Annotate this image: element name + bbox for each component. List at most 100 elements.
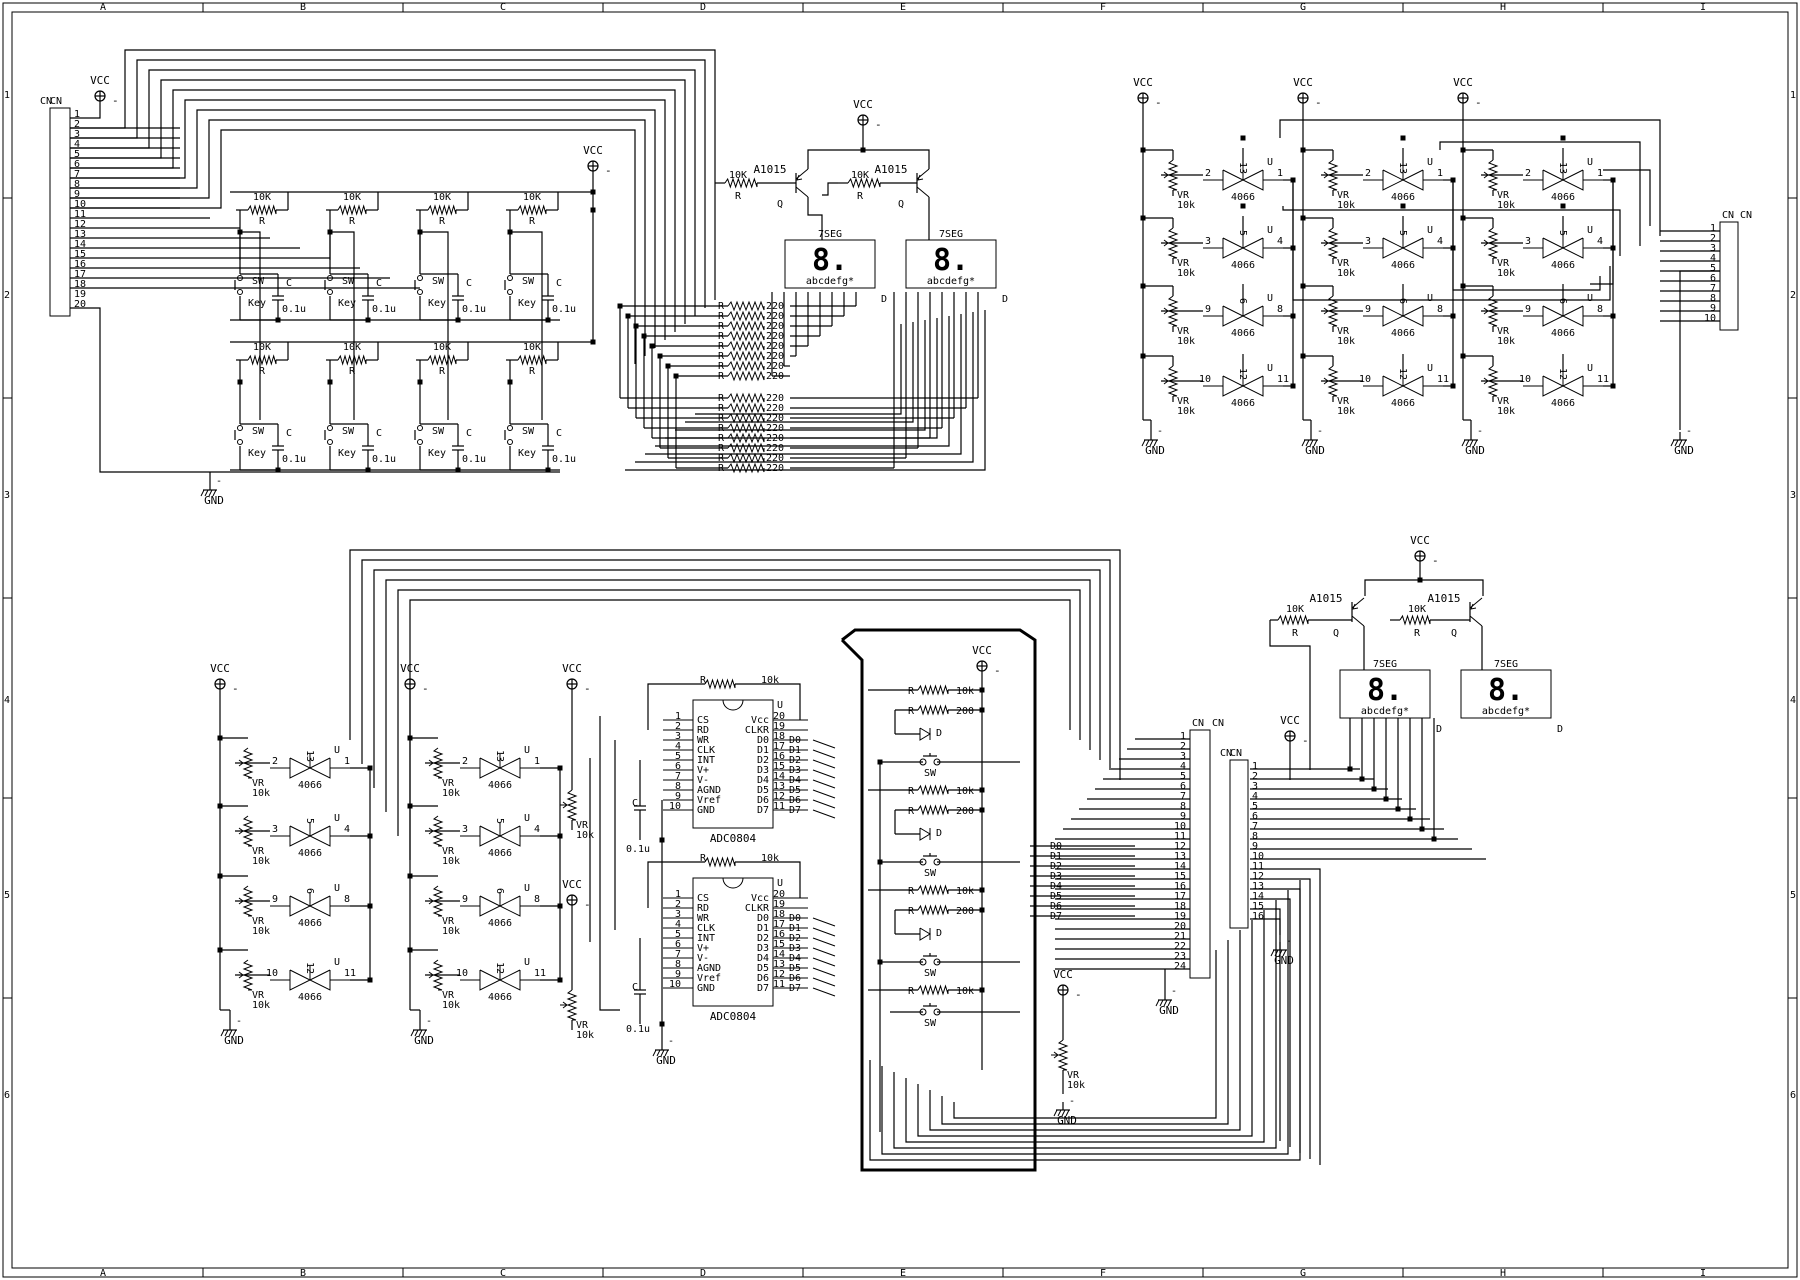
res-value: 220	[766, 443, 784, 454]
adc-pin-name: RD	[697, 903, 709, 914]
switch-contact	[417, 425, 423, 431]
junction-dot	[1140, 353, 1146, 359]
output-pin: 11	[1437, 374, 1449, 385]
ic-4066-label: 4066	[1231, 398, 1255, 409]
vcc-digits: VCC-	[853, 98, 882, 132]
bus-label: D6	[1050, 901, 1062, 912]
res-name: R	[908, 786, 915, 797]
wire	[337, 204, 367, 216]
vcc-label: VCC	[853, 98, 873, 111]
connector-pin: 16	[1174, 881, 1186, 892]
res-name: R	[718, 301, 725, 312]
junction-dot	[1431, 836, 1437, 842]
connector-pin: 6	[1180, 781, 1186, 792]
vr-value: 10k	[1177, 336, 1195, 347]
cap-name: C	[286, 428, 292, 439]
connector-pin: 15	[1252, 901, 1264, 912]
connector-pin: 11	[1252, 861, 1264, 872]
wire	[647, 683, 705, 730]
adc-data-label: D4	[789, 953, 801, 964]
adc-pin-num: 19	[773, 721, 785, 732]
adc-pin-num: 17	[773, 741, 785, 752]
wire	[212, 489, 217, 497]
u-label: U	[1587, 157, 1593, 168]
gnd-label: GND	[1674, 444, 1694, 457]
seg-glyph: 8.	[1488, 673, 1524, 708]
res-value: 10K	[1286, 604, 1304, 615]
vr-label: VR	[1497, 258, 1510, 269]
wire	[289, 825, 312, 847]
connector-pin: 19	[74, 289, 86, 300]
wire	[812, 967, 836, 977]
wire	[1351, 615, 1365, 627]
adc-pin-name: D4	[757, 953, 769, 964]
vcc-label: VCC	[90, 74, 110, 87]
wire	[1399, 614, 1431, 626]
res-name: R	[718, 453, 725, 464]
adc-pin-name: D0	[757, 735, 769, 746]
led-label: D	[936, 928, 942, 939]
wire	[1561, 305, 1584, 327]
wire	[812, 977, 836, 987]
ic-4066-label: 4066	[1391, 398, 1415, 409]
connector-pin: 13	[1174, 851, 1186, 862]
vcc-label: VCC	[1410, 534, 1430, 547]
adc-pin-name: Vcc	[751, 893, 769, 904]
adc-pin-num: 11	[773, 801, 785, 812]
gnd-adc: GND-	[652, 1036, 676, 1067]
vcc-label: VCC	[972, 644, 992, 657]
gnd-minus: -	[1157, 426, 1163, 437]
cap-name: C	[466, 278, 472, 289]
key-label: Key	[338, 298, 356, 309]
resistor-10k-q3	[1277, 614, 1309, 626]
wire	[510, 231, 543, 420]
wire	[220, 1029, 225, 1037]
adc-pin-name: V+	[697, 765, 709, 776]
vcc-vref2: VCC-	[562, 878, 591, 912]
wire	[414, 1029, 419, 1037]
u-label: U	[524, 745, 530, 756]
wire	[1282, 206, 1621, 256]
connector-pin: 11	[74, 209, 86, 220]
wire	[361, 559, 1111, 770]
resistor-zigzag	[727, 402, 765, 414]
ic-4066-label: 4066	[1231, 328, 1255, 339]
gnd-minus: -	[1069, 1096, 1075, 1107]
pot-body	[432, 747, 444, 779]
wire	[635, 312, 974, 463]
wire	[1487, 295, 1499, 327]
output-pin: 4	[344, 824, 350, 835]
wire	[1470, 603, 1477, 610]
column-marker: G	[1300, 2, 1306, 13]
junction-dot	[1240, 203, 1246, 209]
wire	[247, 204, 277, 216]
resistor-zigzag	[727, 330, 765, 342]
u-label: U	[1427, 157, 1433, 168]
output-pin: 8	[344, 894, 350, 905]
adc-pin-num: 9	[675, 791, 681, 802]
adc-pin-num: 12	[773, 969, 785, 980]
adc-pin-num: 15	[773, 761, 785, 772]
wire	[1145, 439, 1150, 447]
vr-value: 10k	[1497, 268, 1515, 279]
wire	[1278, 949, 1283, 957]
connector-pin: 5	[74, 149, 80, 160]
adc-pin-num: 20	[773, 889, 785, 900]
res-value: 10K	[523, 192, 541, 203]
wire	[727, 330, 765, 342]
wire	[1250, 868, 1321, 1165]
adc-data-label: D0	[789, 913, 801, 924]
output-pin: 4	[534, 824, 540, 835]
pot-body	[432, 885, 444, 917]
ic-4066-label: 4066	[1551, 328, 1575, 339]
connector-pin: 17	[74, 269, 86, 280]
res-value: 220	[766, 423, 784, 434]
adc-data-label: D6	[789, 795, 801, 806]
